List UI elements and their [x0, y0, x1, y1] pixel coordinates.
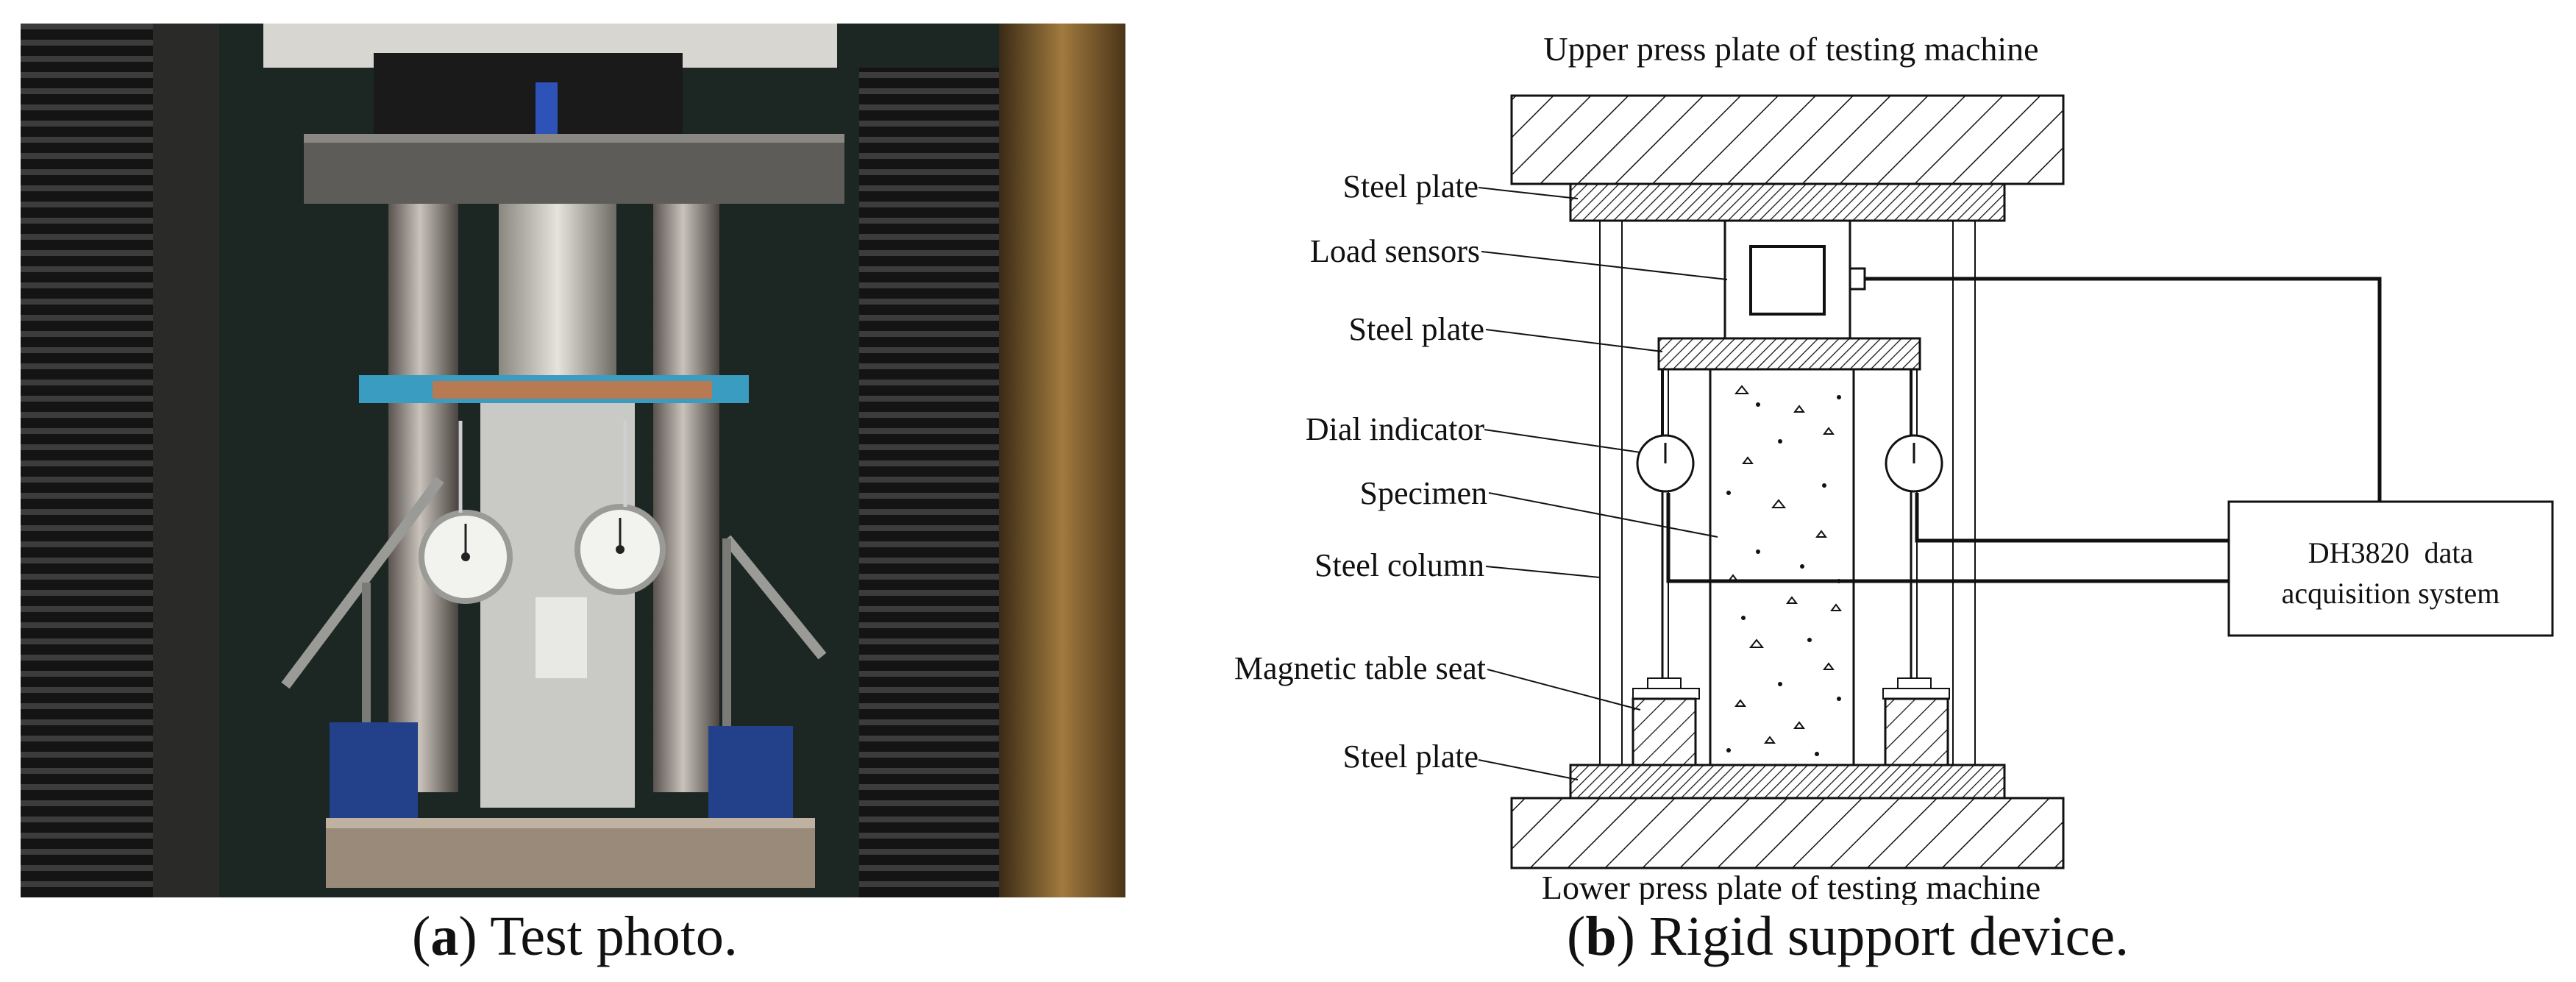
- label-steel-column: Steel column: [1314, 547, 1484, 583]
- daq-label-line1: DH3820 data: [2308, 536, 2474, 569]
- label-specimen: Specimen: [1359, 475, 1487, 511]
- steel-plate-top: [1569, 182, 2006, 222]
- label-magnetic-table-seat: Magnetic table seat: [1234, 650, 1486, 686]
- label-load-sensors: Load sensors: [1310, 233, 1480, 269]
- upper-steel-plate: [304, 134, 844, 204]
- caption-a-letter: a: [430, 905, 459, 967]
- lower-press-plate: [1510, 797, 2065, 869]
- lower-press-plate-label: Lower press plate of testing machine: [1542, 869, 2040, 905]
- magnetic-base-left: [330, 722, 418, 833]
- label-steel-plate-top: Steel plate: [1343, 168, 1479, 204]
- threaded-rod-left: [21, 24, 153, 897]
- upper-press-plate-label: Upper press plate of testing machine: [1543, 30, 2038, 68]
- caption-b: (b) Rigid support device.: [1567, 905, 2130, 967]
- cable-load-sensor: [1865, 277, 2382, 502]
- sensor-connector: [1849, 267, 1866, 291]
- caption-b-letter: b: [1585, 905, 1617, 967]
- machine-column-right: [999, 24, 1125, 897]
- specimen-aggregate: [1727, 385, 1842, 744]
- caption-b-text: Rigid support device.: [1648, 905, 2130, 967]
- magnetic-table-seat-right: [1884, 697, 1949, 766]
- label-steel-plate-mid: Steel plate: [1349, 311, 1485, 347]
- cable-dial-right: [1915, 493, 2229, 543]
- label-steel-plate-bottom: Steel plate: [1343, 739, 1479, 775]
- schematic-svg: Upper press plate of testing machine: [1234, 30, 2554, 906]
- load-sensor: [499, 204, 616, 384]
- magnetic-base-right: [708, 726, 793, 829]
- lower-steel-plate: [326, 818, 815, 888]
- steel-plate-mid: [1657, 337, 1921, 371]
- test-photo: [21, 24, 1125, 897]
- magnetic-table-seat-left: [1632, 697, 1697, 766]
- label-dial-indicator: Dial indicator: [1306, 411, 1484, 447]
- test-photo-illustration: [21, 24, 1125, 897]
- cable-dial-left: [1666, 493, 2229, 583]
- threaded-rod-right: [859, 68, 1006, 897]
- steel-column-right: [653, 204, 719, 792]
- specimen: [1709, 368, 1855, 766]
- upper-press-plate: [1510, 94, 2065, 185]
- daq-system-box: [2227, 500, 2554, 637]
- steel-plate-bottom: [1569, 764, 2006, 800]
- daq-label-line2: acquisition system: [2282, 577, 2500, 610]
- rigid-support-diagram: Upper press plate of testing machine: [1177, 22, 2560, 906]
- caption-a-text: Test photo.: [490, 905, 738, 967]
- caption-a: (a) Test photo.: [412, 905, 738, 967]
